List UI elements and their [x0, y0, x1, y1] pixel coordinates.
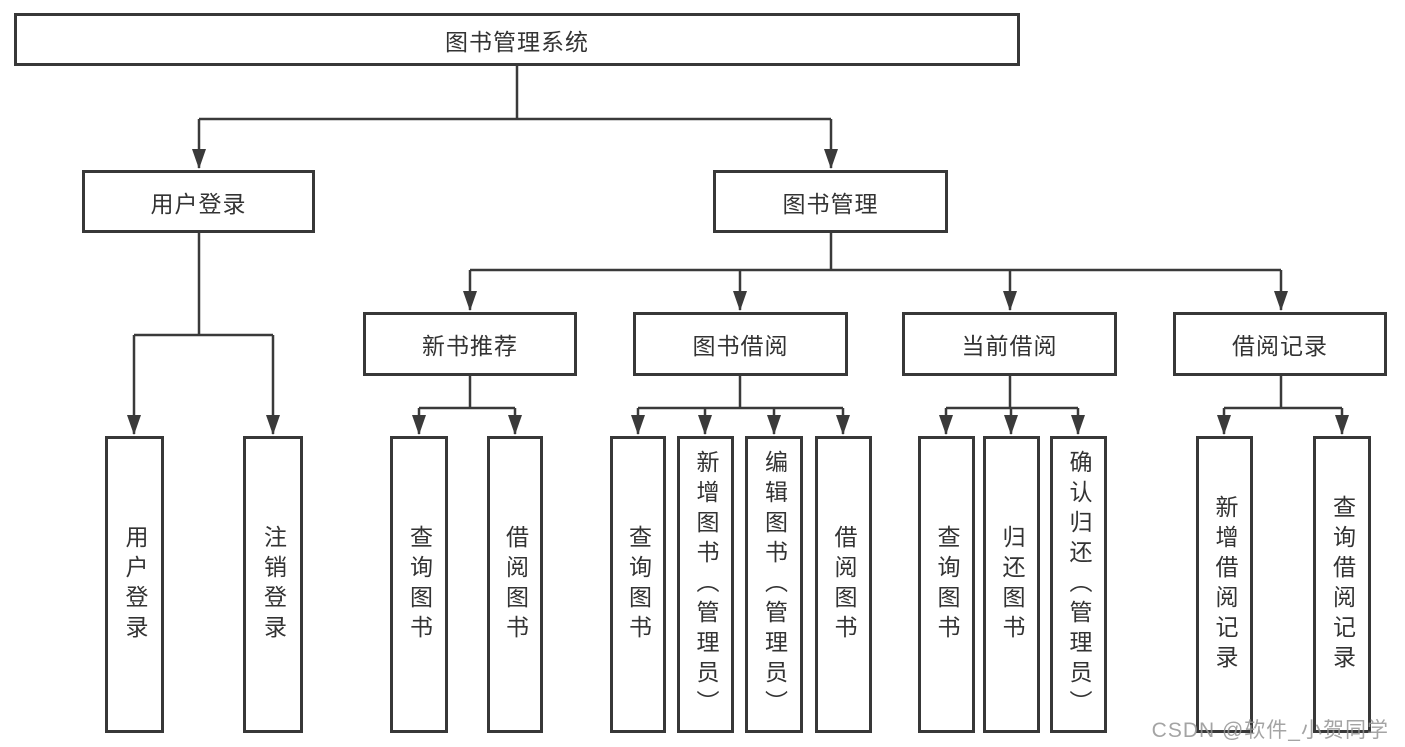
leaf-query-borrow-record: 查询借阅记录 — [1313, 436, 1371, 733]
leaf-user-login: 用户登录 — [105, 436, 164, 733]
connector-book-management-stem — [470, 233, 1281, 272]
leaf-return-books: 归还图书 — [983, 436, 1040, 733]
leaf-confirm-return-admin: 确认归还（管理员） — [1050, 436, 1107, 733]
connector-book-borrowing-stem — [638, 376, 843, 410]
leaf-query-books-recommend: 查询图书 — [390, 436, 448, 733]
leaf-borrow-books: 借阅图书 — [815, 436, 872, 733]
connector-borrowing-records-stem — [1224, 376, 1342, 410]
connector-new-book-stem — [419, 376, 515, 410]
node-library-management-system: 图书管理系统 — [14, 13, 1020, 66]
leaf-borrow-books-recommend: 借阅图书 — [487, 436, 543, 733]
connector-current-borrowing-stem — [946, 376, 1078, 410]
node-new-book-recommend: 新书推荐 — [363, 312, 577, 376]
node-book-management: 图书管理 — [713, 170, 948, 233]
connector-user-login-stem — [134, 233, 273, 337]
node-book-borrowing: 图书借阅 — [633, 312, 848, 376]
leaf-query-books-current: 查询图书 — [918, 436, 975, 733]
leaf-add-borrow-record: 新增借阅记录 — [1196, 436, 1253, 733]
connector-root-stem — [199, 66, 831, 121]
node-borrowing-records: 借阅记录 — [1173, 312, 1387, 376]
leaf-logout: 注销登录 — [243, 436, 303, 733]
csdn-watermark: CSDN @软件_小贺同学 — [1151, 719, 1389, 742]
leaf-edit-books-admin: 编辑图书（管理员） — [745, 436, 803, 733]
leaf-query-books-borrowing: 查询图书 — [610, 436, 666, 733]
node-current-borrowing: 当前借阅 — [902, 312, 1117, 376]
leaf-add-books-admin: 新增图书（管理员） — [677, 436, 734, 733]
node-user-login: 用户登录 — [82, 170, 315, 233]
